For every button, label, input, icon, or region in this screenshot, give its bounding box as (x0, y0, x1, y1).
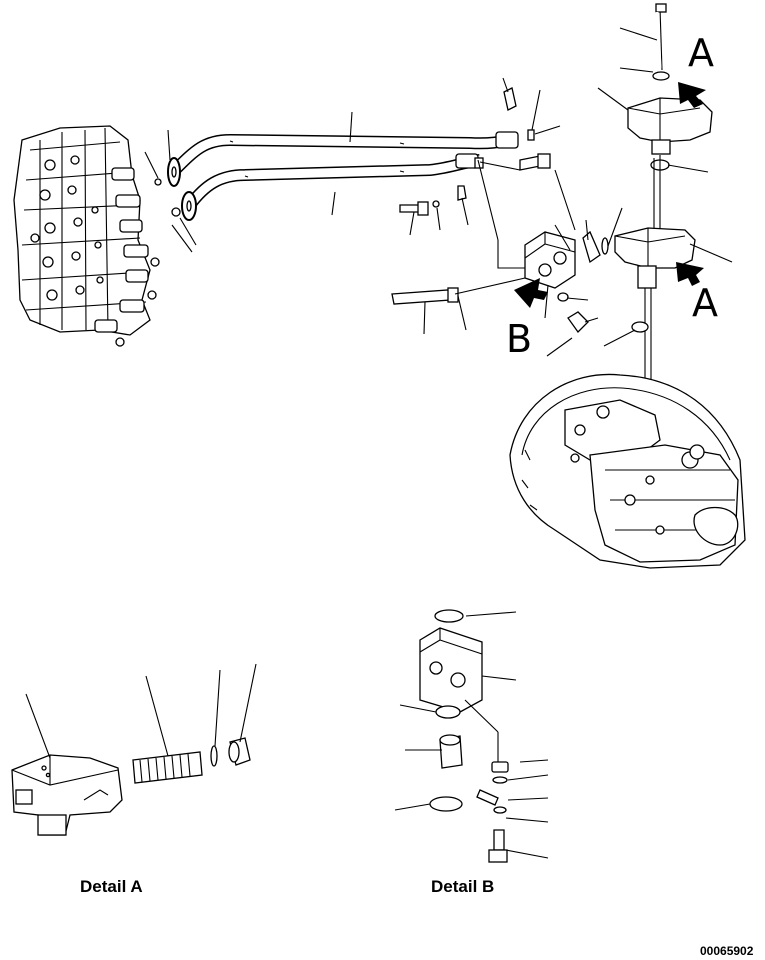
detail-a-spring (132, 751, 203, 784)
hose-fittings (399, 87, 551, 216)
top-valve-assembly (627, 3, 713, 230)
control-valve-assembly (13, 125, 162, 347)
leader-lines-top (144, 27, 733, 357)
detail-b-drawing (394, 609, 549, 863)
callout-a-right: A (692, 281, 718, 325)
detail-a-label: Detail A (80, 877, 143, 896)
callout-a-top: A (688, 31, 714, 75)
hydraulic-pump-assembly (509, 373, 746, 569)
arrows (514, 82, 706, 308)
document-number: 00065902 (700, 944, 754, 958)
lower-hose (171, 153, 481, 221)
detail-b-label: Detail B (431, 877, 494, 896)
lower-valve-assembly (614, 227, 696, 420)
upper-hose (167, 131, 519, 187)
detail-a-drawing (11, 663, 257, 836)
callout-b: B (506, 317, 532, 361)
valve-fittings (94, 167, 162, 347)
valve-ports (30, 155, 104, 301)
